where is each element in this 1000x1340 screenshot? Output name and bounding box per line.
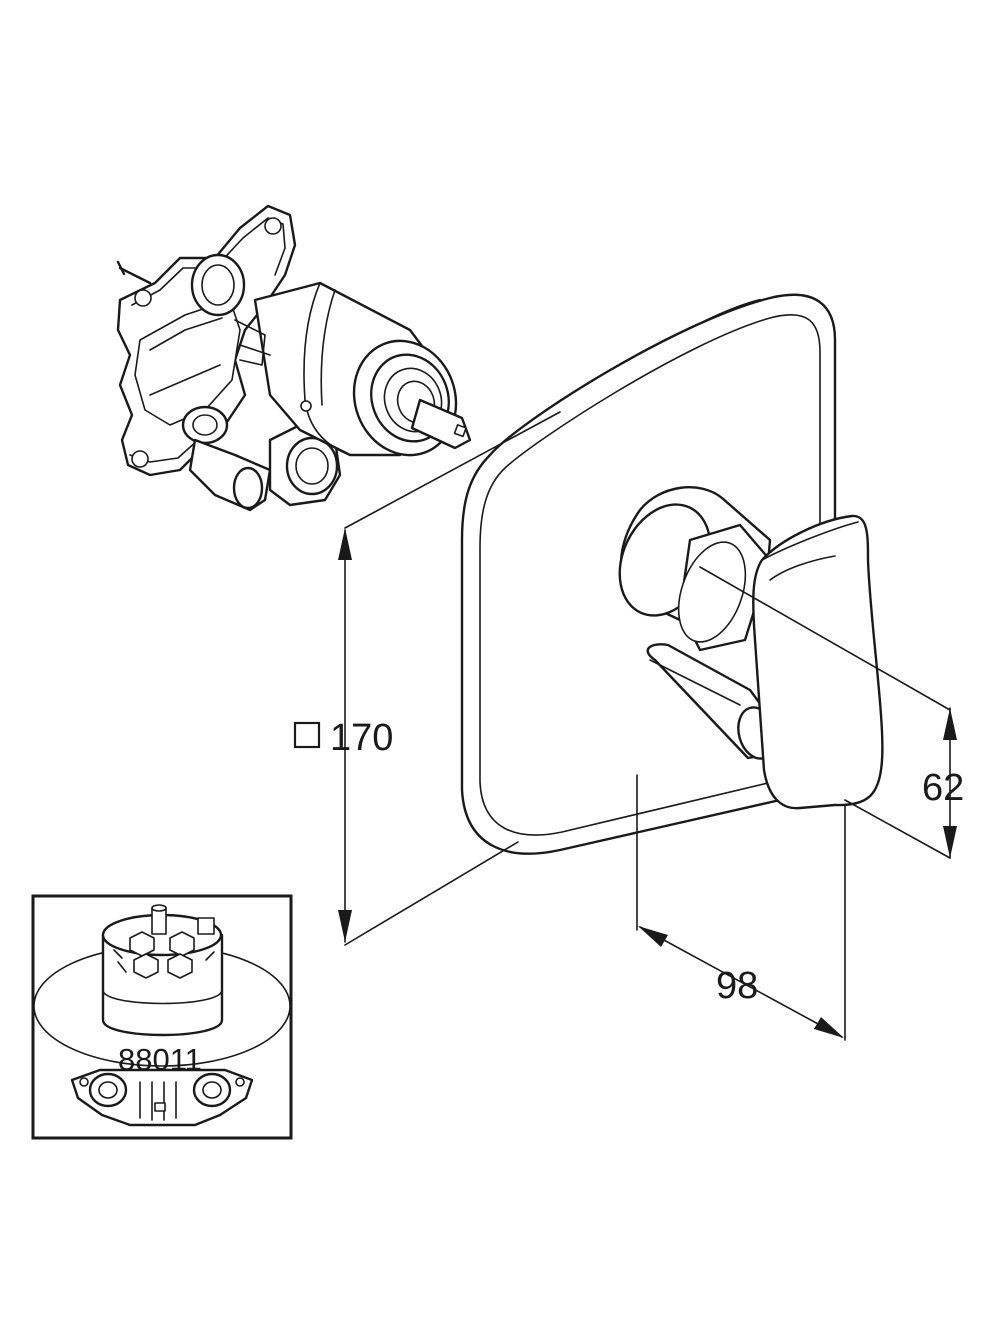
mount-hole <box>264 217 282 235</box>
mount-hole <box>131 450 149 468</box>
projection-label: 98 <box>716 965 758 1007</box>
mixer-handle <box>618 486 884 810</box>
plate-size-label: 170 <box>330 717 393 759</box>
inset-box: 88011 <box>31 894 293 1140</box>
inset-housing <box>70 1068 254 1127</box>
dimension-lines <box>338 411 957 1041</box>
spindle <box>410 398 472 450</box>
inset-bolts <box>113 904 215 979</box>
handle-height-label: 62 <box>922 767 964 809</box>
handle-lever <box>752 514 884 810</box>
square-symbol-icon <box>293 721 321 749</box>
mount-hole <box>134 289 152 307</box>
dimension-labels: 170 62 98 <box>293 717 964 1007</box>
rough-in-valve-body <box>116 204 472 512</box>
bottom-nut <box>268 423 342 507</box>
